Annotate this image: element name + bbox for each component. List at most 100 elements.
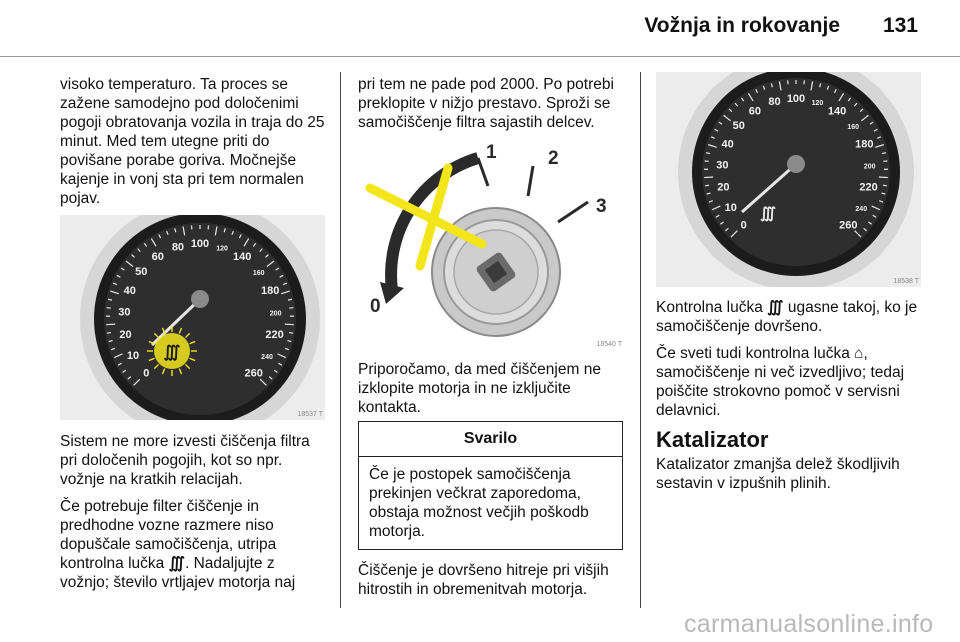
gauge-speed-label: 260 xyxy=(245,368,263,380)
gauge-tick xyxy=(740,97,745,102)
paragraph: Sistem ne more izvesti čiščenja filtra p… xyxy=(60,433,310,488)
gauge-tick xyxy=(872,214,877,218)
flash-ray xyxy=(161,327,166,334)
gauge-tick xyxy=(268,376,273,380)
gauge-speed-label: 10 xyxy=(127,350,139,362)
gauge-tick xyxy=(127,376,132,380)
gauge-speed-label: 10 xyxy=(725,202,737,214)
gauge-speed-label: 100 xyxy=(787,93,805,105)
column-3-text: Kontrolna lučka ∭ ugasne takoj, ko je sa… xyxy=(656,298,924,501)
gauge-tick xyxy=(107,298,113,301)
dpf-icon: ∭ xyxy=(767,299,784,316)
gauge-tick xyxy=(770,83,773,88)
gauge-tick xyxy=(704,176,714,179)
flash-ray xyxy=(189,357,196,362)
gauge-tick xyxy=(705,152,711,155)
column-1-top: visoko temperaturo. Ta proces se zažene … xyxy=(60,75,325,216)
gauge-speed-label: 200 xyxy=(864,164,876,171)
gauge-tick xyxy=(711,205,721,211)
gauge-tick xyxy=(288,331,294,334)
gauge-tick xyxy=(150,238,157,247)
gauge-tick xyxy=(863,227,868,232)
gauge-speed-label: 60 xyxy=(152,251,164,263)
gauge-tick xyxy=(114,353,123,359)
gauge-tick xyxy=(259,248,263,253)
flash-ray xyxy=(178,327,183,334)
gauge-speed-label: 240 xyxy=(261,354,273,361)
column-divider-1 xyxy=(340,72,341,608)
gauge-tick xyxy=(734,102,739,107)
gauge-speed-label: 260 xyxy=(839,219,857,231)
gauge-tick xyxy=(231,230,234,236)
page-number: 131 xyxy=(882,14,918,37)
gauge-speed-label: 120 xyxy=(812,100,824,107)
running-head: Vožnja in rokovanje xyxy=(644,14,840,37)
dpf-icon-off: ∭ xyxy=(760,205,776,222)
column-2-bottom: Čiščenje je dovršeno hitreje pri višjih … xyxy=(358,561,626,607)
gauge-tick xyxy=(868,221,873,225)
dpf-icon-flashing: ∭ xyxy=(147,326,197,376)
gauge-tick xyxy=(287,339,292,343)
watermark: carmanualsonline.info xyxy=(684,610,934,638)
gauge-tick xyxy=(282,282,288,286)
gauge-tick xyxy=(878,176,888,179)
gauge-tick xyxy=(131,254,135,258)
gauge-tick xyxy=(881,192,886,195)
gauge-speed-label: 220 xyxy=(265,329,283,341)
gauge-speed-label: 40 xyxy=(124,285,136,297)
check-engine-icon: ⌂ xyxy=(854,345,864,362)
gauge-tick xyxy=(810,81,814,91)
gauge-speed-label: 40 xyxy=(722,139,734,151)
gauge-tick xyxy=(714,128,719,132)
gauge-speed-label: 160 xyxy=(847,124,859,131)
gauge-tick xyxy=(106,323,116,326)
gauge-tick xyxy=(860,114,869,122)
gauge-tick xyxy=(728,108,733,113)
gauge-tick xyxy=(133,378,141,386)
position-label-3: 3 xyxy=(596,196,607,217)
paragraph: Kontrolna lučka ∭ ugasne takoj, ko je sa… xyxy=(656,299,918,335)
gauge-tick xyxy=(762,85,766,90)
gauge-tick xyxy=(243,238,250,247)
gauge-tick xyxy=(223,228,226,233)
gauge-tick xyxy=(280,290,290,295)
gauge-tick xyxy=(110,290,120,295)
gauge-speed-label: 50 xyxy=(733,120,745,132)
gauge-speed-label: 20 xyxy=(717,181,729,193)
paragraph: Če potrebuje filter čiščenje in predhodn… xyxy=(60,498,296,591)
crossed-out-marker xyxy=(365,163,487,271)
gauge-tick xyxy=(833,89,837,94)
figure-code: 18540 T xyxy=(596,341,622,348)
column-1-bottom: Sistem ne more izvesti čiščenja filtra p… xyxy=(60,432,325,600)
warning-text: Če je postopek samočiščenja prekinjen ve… xyxy=(369,466,589,540)
ignition-switch-illustration: 0 1 2 3 xyxy=(365,142,607,337)
gauge-tick xyxy=(871,205,881,211)
gauge-tick xyxy=(877,136,882,139)
gauge-tick xyxy=(279,274,284,278)
gauge-tick xyxy=(819,83,822,88)
gauge-tick xyxy=(778,81,782,91)
gauge-speed-label: 220 xyxy=(859,181,877,193)
gauge-speed-label: 240 xyxy=(855,206,867,213)
column-2-top: pri tem ne pade pod 2000. Po potrebi pre… xyxy=(358,75,626,140)
gauge-tick xyxy=(266,260,275,268)
header-rule xyxy=(0,56,960,57)
gauge-tick xyxy=(238,234,242,239)
position-label-1: 1 xyxy=(486,142,497,163)
gauge-tick xyxy=(723,114,732,122)
gauge-tick xyxy=(755,89,759,94)
gauge-tick xyxy=(116,274,121,278)
gauge-speed-label: 0 xyxy=(143,368,149,380)
gauge-speed-label: 50 xyxy=(135,266,147,278)
gauge-speed-label: 140 xyxy=(828,105,846,117)
gauge-speed-label: 160 xyxy=(253,270,265,277)
gauge-tick xyxy=(826,85,830,90)
gauge-tick xyxy=(278,362,283,366)
paragraph: pri tem ne pade pod 2000. Po potrebi pre… xyxy=(358,76,614,131)
gauge-tick xyxy=(174,228,177,233)
gauge-tick xyxy=(106,331,112,334)
